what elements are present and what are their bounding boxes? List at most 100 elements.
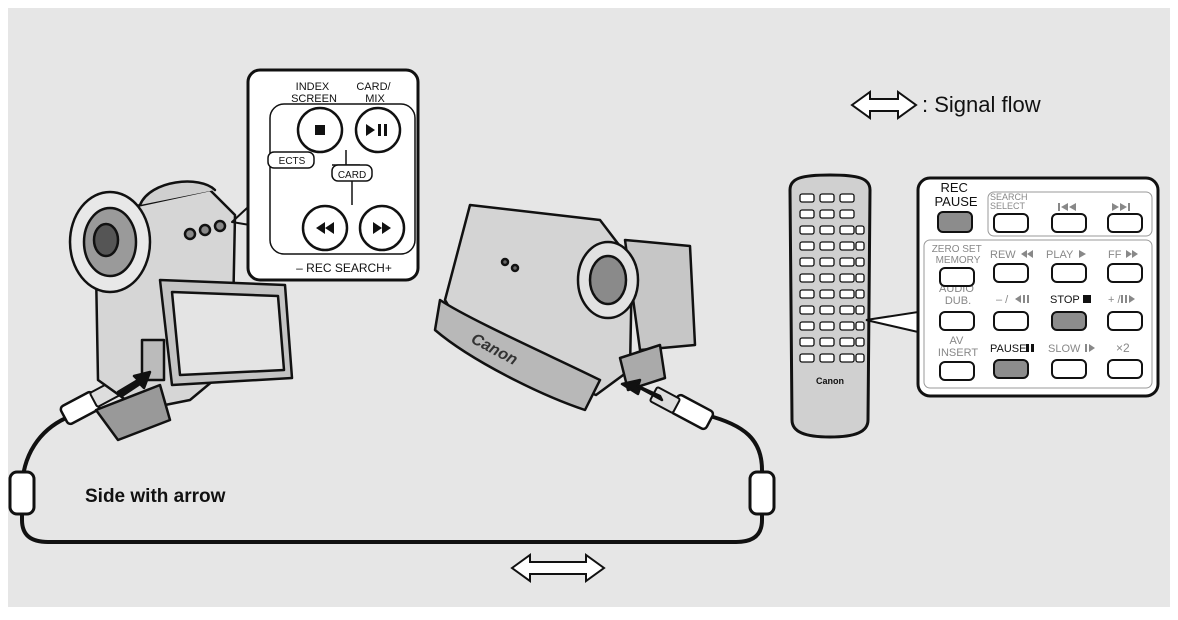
cable-side-label: Side with arrow (85, 486, 226, 507)
play-pause-icon (366, 124, 387, 136)
remote-key[interactable] (839, 273, 855, 283)
slow-reverse-button[interactable] (993, 311, 1029, 331)
remote-key[interactable] (839, 241, 855, 251)
audio-dub-button[interactable] (939, 311, 975, 331)
play-icon (1079, 250, 1086, 258)
remote-key[interactable] (855, 225, 865, 235)
remote-key[interactable] (799, 241, 815, 251)
remote-brand: Canon (816, 376, 844, 386)
search-select-button[interactable] (993, 213, 1029, 233)
camera-button-panel: INDEX SCREEN CARD/ MIX CARD ECTS – (246, 68, 420, 282)
remote-key[interactable] (799, 353, 815, 363)
play-button[interactable] (1051, 263, 1087, 283)
stop-button[interactable] (1051, 311, 1087, 331)
pause-icon (1026, 344, 1034, 352)
skip-back-button[interactable] (1051, 213, 1087, 233)
remote-key[interactable] (855, 305, 865, 315)
remote-key[interactable] (819, 305, 835, 315)
slow-reverse-icon (1015, 295, 1029, 303)
slow-icon (1085, 344, 1095, 352)
signal-flow-arrow-icon (510, 553, 606, 583)
camcorder-left (68, 180, 294, 442)
rec-pause-button[interactable] (937, 211, 973, 233)
x2-button[interactable] (1107, 359, 1143, 379)
effects-tag (267, 151, 315, 169)
remote-key[interactable] (839, 257, 855, 267)
rec-pause-label: REC PAUSE (934, 180, 977, 209)
ff-button[interactable] (1107, 263, 1143, 283)
remote-key[interactable] (819, 257, 835, 267)
remote-key[interactable] (839, 193, 855, 203)
slow-reverse-label: – / (996, 294, 1009, 306)
remote-key[interactable] (799, 225, 815, 235)
skip-back-icon (1058, 203, 1076, 211)
stop-icon (1083, 295, 1091, 303)
double-arrow-icon (850, 90, 918, 120)
remote-key[interactable] (839, 289, 855, 299)
remote-key[interactable] (819, 273, 835, 283)
remote-key[interactable] (799, 273, 815, 283)
remote-key[interactable] (839, 305, 855, 315)
slow-button[interactable] (1051, 359, 1087, 379)
remote-key[interactable] (819, 337, 835, 347)
remote-key[interactable] (799, 289, 815, 299)
remote-key[interactable] (855, 337, 865, 347)
av-insert-button[interactable] (939, 361, 975, 381)
insert-arrow-icon (116, 370, 152, 398)
rec-search-label: – REC SEARCH+ (296, 261, 392, 275)
skip-forward-button[interactable] (1107, 213, 1143, 233)
remote-key[interactable] (799, 305, 815, 315)
x2-label: ×2 (1116, 341, 1130, 355)
pause-button[interactable] (993, 359, 1029, 379)
remote-key[interactable] (855, 273, 865, 283)
remote-key[interactable] (855, 241, 865, 251)
remote-key[interactable] (855, 353, 865, 363)
legend-text: : Signal flow (922, 92, 1041, 117)
search-select-label: SEARCH SELECT (990, 192, 1030, 211)
camcorder-right: Canon (433, 203, 697, 412)
remote-key[interactable] (819, 209, 835, 219)
rew-label: REW (990, 249, 1016, 261)
rew-button[interactable] (993, 263, 1029, 283)
fast-forward-button[interactable] (358, 204, 406, 252)
remote-key[interactable] (799, 337, 815, 347)
remote-key[interactable] (839, 321, 855, 331)
remote-key[interactable] (839, 209, 855, 219)
remote-key[interactable] (799, 257, 815, 267)
slow-label: SLOW (1048, 343, 1081, 355)
remote-key[interactable] (839, 337, 855, 347)
remote-key[interactable] (839, 353, 855, 363)
remote-key[interactable] (819, 321, 835, 331)
remote-key[interactable] (819, 241, 835, 251)
remote-key[interactable] (855, 321, 865, 331)
remote-key[interactable] (839, 225, 855, 235)
remote-key[interactable] (799, 209, 815, 219)
remote-key[interactable] (855, 289, 865, 299)
effects-label: ECTS (279, 156, 306, 167)
remote-keypad (799, 193, 865, 363)
remote-key[interactable] (819, 353, 835, 363)
remote-key[interactable] (855, 257, 865, 267)
pause-label: PAUSE (990, 343, 1026, 355)
rew-icon (1021, 250, 1033, 258)
index-screen-label: INDEX SCREEN (291, 81, 337, 105)
remote-key[interactable] (819, 225, 835, 235)
rewind-button[interactable] (301, 204, 349, 252)
zero-set-memory-button[interactable] (939, 267, 975, 287)
remote-key[interactable] (799, 193, 815, 203)
remote-key[interactable] (819, 193, 835, 203)
wireless-controller: Canon (788, 173, 872, 439)
card-label: CARD (338, 170, 366, 181)
signal-flow-legend: : Signal flow (850, 90, 1041, 120)
play-pause-button[interactable] (354, 106, 402, 154)
fast-forward-icon (373, 222, 391, 234)
insert-arrow-icon (620, 378, 664, 402)
rewind-icon (316, 222, 334, 234)
ferrite-core-left (8, 470, 36, 516)
remote-key[interactable] (799, 321, 815, 331)
remote-key[interactable] (819, 289, 835, 299)
stop-button[interactable] (296, 106, 344, 154)
slow-forward-button[interactable] (1107, 311, 1143, 331)
av-insert-label: AV INSERT (938, 335, 978, 359)
